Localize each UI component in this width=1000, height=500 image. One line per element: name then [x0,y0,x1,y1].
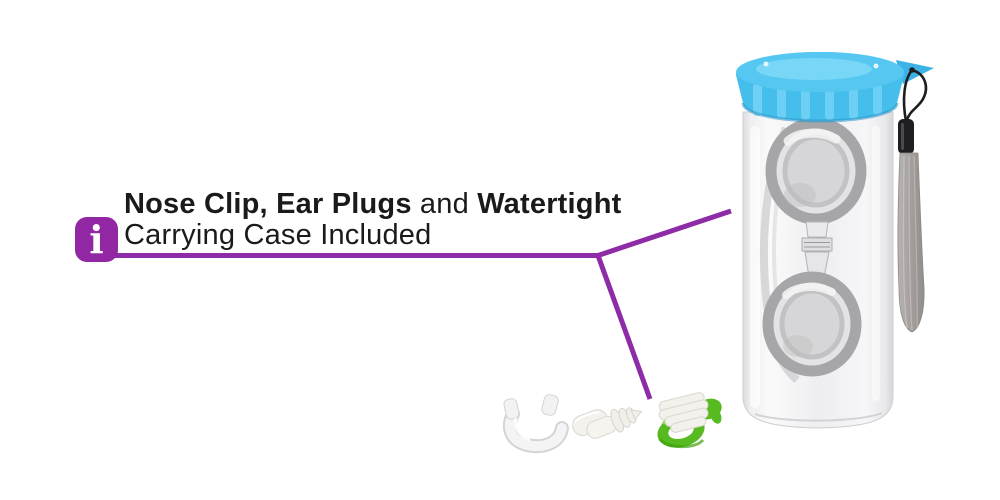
lanyard [897,67,928,333]
goggle-case-photo [736,52,934,429]
ear-plugs-photo [572,407,643,439]
lanyard-barrel [898,119,914,154]
caption-bold-ear-plugs: Ear Plugs [276,188,412,220]
info-icon: i [75,217,118,262]
goggle-nose-bridge [801,221,833,278]
caption-bold-watertight: Watertight [477,188,622,220]
goggle-lens-bottom [762,271,862,377]
callout-lines [100,208,732,400]
caption-bold-nose-clip: Nose Clip, [124,188,268,220]
caption-line-2: Carrying Case Included [124,219,432,251]
lid-ribs [753,83,882,120]
caption-regular-and: and [419,188,469,220]
goggle-lens-top [765,117,867,225]
info-icon-glyph: i [89,217,104,262]
green-ring-ear-plug-photo [657,392,722,449]
nose-clip-photo [502,394,569,453]
caption: Nose Clip, Ear Plugs and Watertight Carr… [124,189,684,251]
caption-line-1: Nose Clip, Ear Plugs and Watertight [124,189,684,220]
